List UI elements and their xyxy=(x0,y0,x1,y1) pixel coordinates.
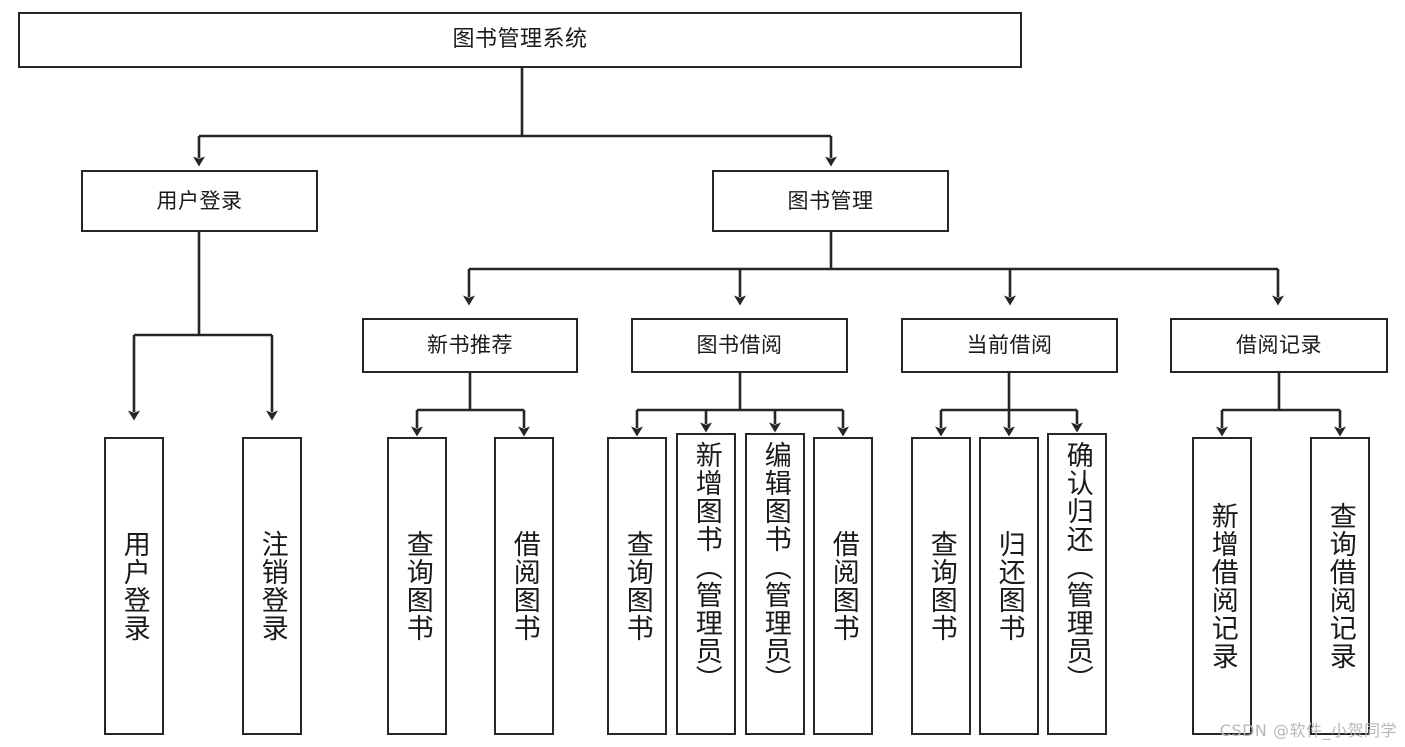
node-current-borrow[interactable]: 当前借阅 xyxy=(901,318,1118,373)
node-book-manage[interactable]: 图书管理 xyxy=(712,170,949,232)
node-leaf-edit-book[interactable]: 编辑图书（管理员） xyxy=(745,433,805,735)
node-book-manage-label: 图书管理 xyxy=(787,188,874,213)
node-leaf-user-login[interactable]: 用户登录 xyxy=(104,437,164,735)
node-leaf-query-book-2-label: 查询图书 xyxy=(621,530,653,642)
node-leaf-confirm-return[interactable]: 确认归还（管理员） xyxy=(1047,433,1107,735)
node-leaf-add-book[interactable]: 新增图书（管理员） xyxy=(676,433,736,735)
node-leaf-query-record-label: 查询借阅记录 xyxy=(1324,502,1356,670)
node-leaf-query-book-3[interactable]: 查询图书 xyxy=(911,437,971,735)
node-leaf-logout-login[interactable]: 注销登录 xyxy=(242,437,302,735)
node-leaf-query-book-2[interactable]: 查询图书 xyxy=(607,437,667,735)
node-leaf-confirm-return-label: 确认归还（管理员） xyxy=(1061,441,1093,693)
node-leaf-borrow-book-2[interactable]: 借阅图书 xyxy=(813,437,873,735)
node-leaf-borrow-book-2-label: 借阅图书 xyxy=(827,530,859,642)
node-leaf-borrow-book-1-label: 借阅图书 xyxy=(508,530,540,642)
node-book-borrow-label: 图书借阅 xyxy=(696,333,783,358)
node-user-login[interactable]: 用户登录 xyxy=(81,170,318,232)
node-leaf-edit-book-label: 编辑图书（管理员） xyxy=(759,441,791,693)
node-leaf-return-book[interactable]: 归还图书 xyxy=(979,437,1039,735)
node-leaf-query-book-1[interactable]: 查询图书 xyxy=(387,437,447,735)
node-leaf-add-book-label: 新增图书（管理员） xyxy=(690,441,722,693)
node-leaf-query-book-3-label: 查询图书 xyxy=(925,530,957,642)
node-borrow-record-label: 借阅记录 xyxy=(1236,333,1322,358)
node-leaf-query-record[interactable]: 查询借阅记录 xyxy=(1310,437,1370,735)
node-book-borrow[interactable]: 图书借阅 xyxy=(631,318,848,373)
node-leaf-logout-login-label: 注销登录 xyxy=(256,530,288,642)
csdn-watermark: CSDN @软件_小贺同学 xyxy=(1219,721,1397,740)
node-root[interactable]: 图书管理系统 xyxy=(18,12,1022,68)
node-new-book-rec-label: 新书推荐 xyxy=(427,333,513,358)
node-leaf-user-login-label: 用户登录 xyxy=(118,530,150,642)
node-borrow-record[interactable]: 借阅记录 xyxy=(1170,318,1388,373)
node-leaf-add-record-label: 新增借阅记录 xyxy=(1206,502,1238,670)
node-user-login-label: 用户登录 xyxy=(156,188,243,213)
node-leaf-return-book-label: 归还图书 xyxy=(993,530,1025,642)
node-current-borrow-label: 当前借阅 xyxy=(966,333,1053,358)
node-leaf-query-book-1-label: 查询图书 xyxy=(401,530,433,642)
node-root-label: 图书管理系统 xyxy=(452,27,588,53)
node-new-book-rec[interactable]: 新书推荐 xyxy=(362,318,578,373)
node-leaf-borrow-book-1[interactable]: 借阅图书 xyxy=(494,437,554,735)
node-leaf-add-record[interactable]: 新增借阅记录 xyxy=(1192,437,1252,735)
